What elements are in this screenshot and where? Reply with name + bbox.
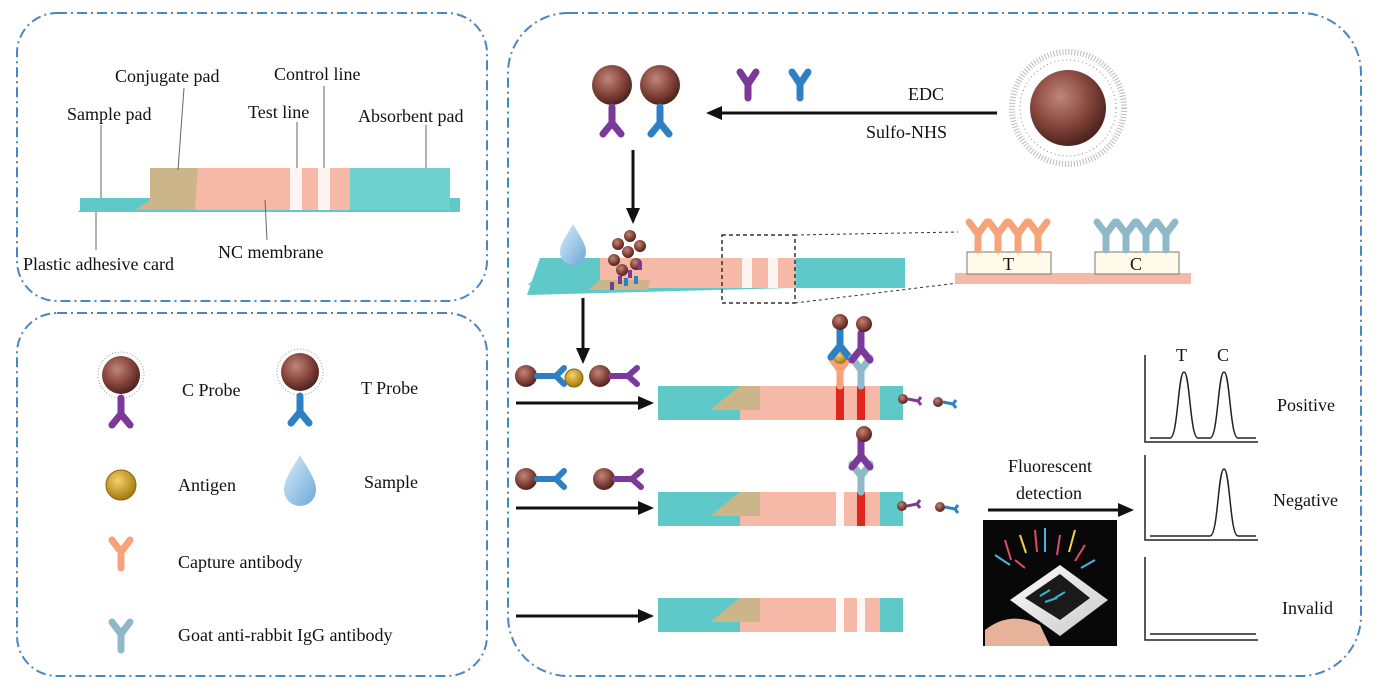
plot-invalid: [1144, 557, 1258, 641]
panel-workflow: [507, 12, 1362, 677]
flow-arrow-down-1: [626, 150, 640, 224]
legend-sample-icon: [284, 455, 316, 506]
reader-device-photo: [983, 520, 1117, 646]
legend-capture-antibody-label: Capture antibody: [178, 552, 302, 572]
detection-label-line1: Fluorescent: [1008, 456, 1092, 476]
label-plastic-card: Plastic adhesive card: [23, 254, 174, 274]
legend-t-probe-label: T Probe: [361, 378, 418, 398]
sample-drop-icon: [560, 224, 586, 265]
label-absorbent-pad: Absorbent pad: [358, 106, 463, 126]
strip-invalid: [658, 598, 903, 632]
sulfo-nhs-label: Sulfo-NHS: [866, 122, 947, 142]
result-invalid-label: Invalid: [1282, 598, 1333, 618]
zoom-c-label: C: [1130, 254, 1142, 274]
zoom-inset: [955, 222, 1191, 284]
plot-positive: [1144, 355, 1258, 443]
flow-arrow-down-2: [576, 298, 590, 364]
probe-cluster: [608, 230, 646, 290]
legend-antigen-label: Antigen: [178, 475, 236, 495]
result-positive-label: Positive: [1277, 395, 1335, 415]
row-invalid-arrow: [516, 609, 654, 623]
legend-c-probe-icon: [97, 351, 145, 425]
row-positive-probes: [515, 365, 640, 388]
legend-t-probe-icon: [276, 348, 324, 423]
detection-arrow: [988, 503, 1134, 517]
label-sample-pad: Sample pad: [67, 104, 151, 124]
row-negative-probes: [515, 468, 644, 490]
legend-antigen-icon: [105, 469, 137, 501]
strip-negative: [658, 426, 960, 526]
label-nc-membrane: NC membrane: [218, 242, 323, 262]
peak-c-label: C: [1217, 345, 1229, 365]
legend-goat-antibody-icon: [112, 622, 130, 650]
label-control-line: Control line: [274, 64, 361, 84]
panel-strip-structure: [16, 12, 488, 302]
peak-t-label: T: [1176, 345, 1187, 365]
panel-legend: [16, 312, 488, 677]
zoom-t-label: T: [1003, 254, 1014, 274]
strip-leader-lines: [95, 86, 427, 250]
free-antibodies: [736, 68, 812, 102]
strip-illustration: [78, 168, 460, 212]
conjugation-arrow: [706, 106, 997, 120]
loaded-strip: [527, 234, 905, 304]
legend-capture-antibody-icon: [112, 540, 130, 568]
row-positive-arrow: [516, 396, 654, 410]
edc-label: EDC: [908, 84, 944, 104]
legend-goat-antibody-label: Goat anti-rabbit IgG antibody: [178, 625, 392, 645]
strip-positive: [658, 314, 958, 420]
label-test-line: Test line: [248, 102, 309, 122]
legend-sample-label: Sample: [364, 472, 418, 492]
result-negative-label: Negative: [1273, 490, 1338, 510]
label-conjugate-pad: Conjugate pad: [115, 66, 219, 86]
detection-label-line2: detection: [1016, 483, 1082, 503]
row-negative-arrow: [516, 501, 654, 515]
conjugated-probes: [592, 65, 680, 134]
legend-c-probe-label: C Probe: [182, 380, 241, 400]
fluorescent-particle: [1009, 49, 1127, 167]
plot-negative: [1144, 455, 1258, 541]
